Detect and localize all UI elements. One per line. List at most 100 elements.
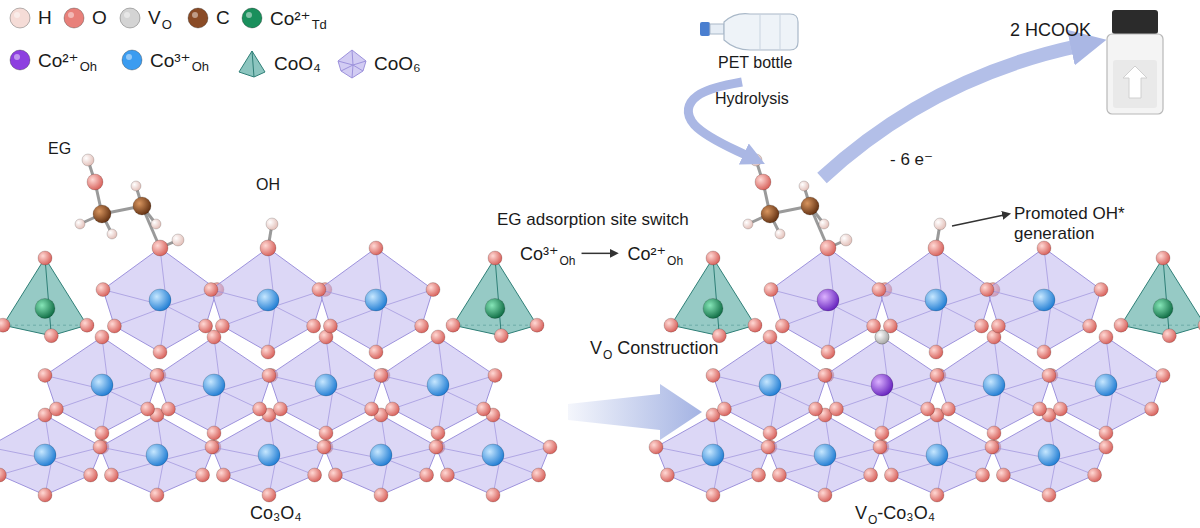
cobalt-atom (91, 374, 113, 396)
oxygen-atom (486, 488, 500, 502)
oxygen-atom (1099, 330, 1113, 344)
coo6-octahedron (269, 337, 383, 433)
vo-co3o4-slab (649, 154, 1200, 502)
label-group: Co³⁺Oh (520, 244, 576, 265)
legend-color-dot (120, 8, 140, 28)
subscript-text: Oh (560, 254, 576, 268)
oxygen-atom (87, 174, 103, 190)
oxygen-atom (260, 240, 276, 256)
hydrogen-atom (82, 154, 94, 166)
tetrahedron-edge (671, 325, 755, 326)
oxygen-atom (38, 488, 52, 502)
legend-item: C (186, 6, 230, 30)
octahedron-icon (338, 50, 366, 78)
subscript-text: Oh (667, 254, 683, 268)
oxygen-atom (875, 426, 889, 440)
coo6-octahedron (656, 415, 770, 495)
hydrogen-atom (819, 219, 829, 229)
oxygen-atom (307, 319, 321, 333)
oxygen-atom (755, 174, 771, 190)
oxygen-atom (328, 468, 342, 482)
oxygen-atom (872, 283, 886, 297)
oxygen-atom (809, 402, 823, 416)
legend-item: O (62, 6, 107, 30)
oxygen-atom (95, 330, 109, 344)
coo6-octahedron (1049, 337, 1163, 433)
oxygen-atom (660, 468, 674, 482)
oxygen-atom (818, 488, 832, 502)
label-group: OH (256, 176, 280, 194)
oxygen-atom (976, 468, 990, 482)
cobalt-atom (370, 444, 392, 466)
cobalt-atom (817, 289, 839, 311)
coo6-octahedron (211, 248, 325, 352)
dot-highlight (68, 12, 74, 18)
hydrogen-atom (799, 181, 809, 191)
oxygen-atom (884, 468, 898, 482)
oxygen-atom (1094, 283, 1108, 297)
oxygen-atom (308, 468, 322, 482)
oxygen-atom (141, 402, 155, 416)
oxygen-atom (930, 488, 944, 502)
carbon-atom (133, 197, 151, 215)
pet-bottle-icon (700, 14, 798, 50)
tetrahedron-edge (713, 258, 719, 336)
oxygen-atom (1037, 241, 1051, 255)
tetrahedron-edge (453, 325, 537, 326)
cobalt-atom (702, 444, 724, 466)
oxygen-atom (38, 368, 52, 382)
oxygen-atom (369, 345, 383, 359)
oxygen-atom (153, 345, 167, 359)
hydrogen-atom (131, 181, 141, 191)
hydrogen-atom (151, 219, 161, 229)
oxygen-atom (199, 319, 213, 333)
oxygen-atom (772, 468, 786, 482)
oxygen-atom (1114, 318, 1128, 332)
oxygen-atom (764, 283, 778, 297)
legend-swatch (118, 6, 142, 30)
octahedron-edge (1056, 447, 1106, 460)
oxygen-atom (1088, 468, 1102, 482)
oxygen-atom (365, 402, 379, 416)
cobalt-atom (871, 374, 893, 396)
octahedron-edge (1051, 290, 1101, 307)
oxygen-atom (207, 426, 221, 440)
oxygen-atom (204, 283, 218, 297)
label-group: VO-Co₃O₄ (855, 503, 935, 524)
coo6-octahedron (381, 337, 495, 433)
hydrogen-atom (266, 218, 278, 230)
coo6-octahedron (212, 415, 326, 495)
label-group: EG adsorption site switch (497, 210, 689, 230)
hydrogen-atom (934, 218, 946, 230)
coo6-octahedron (825, 337, 939, 433)
oxygen-atom (312, 283, 326, 297)
oxygen-atom (1145, 402, 1159, 416)
hcook-vial-icon (1107, 10, 1163, 114)
legend-text: CoO₄ (274, 53, 321, 75)
cobalt-atom (1038, 444, 1060, 466)
oxygen-atom (649, 440, 663, 454)
legend-text: CoO₆ (374, 53, 421, 75)
oxygen-atom (93, 440, 107, 454)
oxygen-atom (415, 319, 429, 333)
annotation-label: Construction (617, 338, 718, 358)
oxygen-atom (273, 402, 287, 416)
annotation-label: -Co₃O₄ (877, 503, 935, 523)
octahedron-edge (352, 50, 353, 65)
oxygen-atom (216, 468, 230, 482)
coo6-octahedron (987, 248, 1101, 352)
octahedron-edge (383, 290, 433, 307)
coo6-octahedron (879, 248, 993, 352)
oxygen-atom (429, 440, 443, 454)
oxygen-atom (1156, 368, 1170, 382)
oxygen-atom (775, 319, 789, 333)
legend-color-dot (122, 50, 142, 70)
subscript-text: O (162, 17, 172, 32)
oxygen-atom (374, 368, 388, 382)
tetrahedron-edge (45, 258, 51, 336)
coo6-octahedron (768, 415, 882, 495)
oxygen-atom (864, 468, 878, 482)
oxygen-atom (369, 241, 383, 255)
oxygen-atom (752, 468, 766, 482)
